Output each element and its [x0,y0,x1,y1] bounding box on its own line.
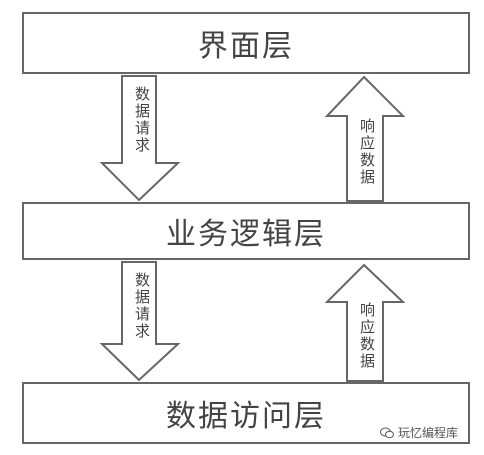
arrow-down-request-top [99,75,181,202]
layer-ui: 界面层 [22,12,470,74]
watermark: 玩忆编程库 [380,424,458,441]
wechat-icon [380,427,394,438]
arrow-down-request-bottom [99,261,181,382]
layer-data-access-label: 数据访问层 [166,399,326,434]
layer-business-logic: 业务逻辑层 [22,202,470,260]
arrow-label-response-top: 响应数据 [358,118,376,186]
watermark-text: 玩忆编程库 [398,426,459,440]
arrow-label-response-bottom: 响应数据 [358,302,376,370]
layer-business-logic-label: 业务逻辑层 [166,217,326,252]
arrow-up-response-top [324,75,406,202]
arrow-up-response-bottom [324,263,406,382]
layer-ui-label: 界面层 [198,29,294,64]
layer-data-access: 数据访问层 [22,382,470,444]
arrow-label-request-top: 数据请求 [133,86,151,154]
arrow-label-request-bottom: 数据请求 [133,272,151,340]
